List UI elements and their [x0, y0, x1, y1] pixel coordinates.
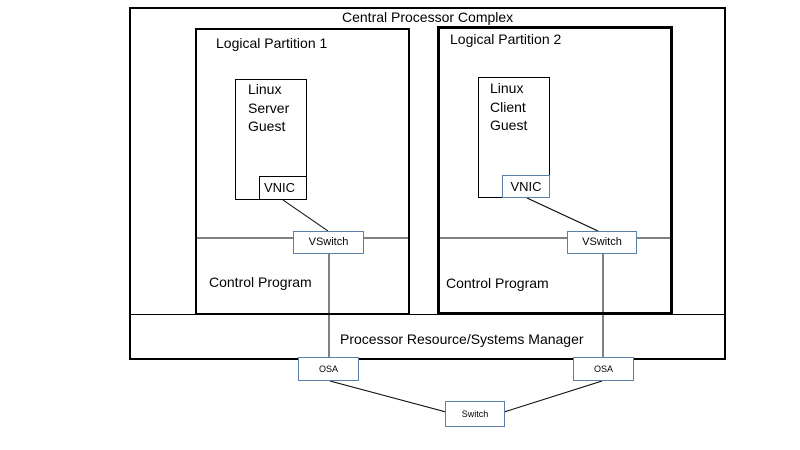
lp2-title: Logical Partition 2: [450, 31, 562, 47]
lp2-vswitch-label: VSwitch: [582, 236, 622, 248]
lp1-guest-line2: Server: [248, 100, 290, 116]
vnic2-to-vswitch2-line: [526, 197, 599, 232]
lp1-vswitch-label: VSwitch: [308, 236, 349, 248]
osa-2-box: OSA: [573, 357, 634, 381]
lp1-title: Logical Partition 1: [216, 35, 328, 51]
osa-1-box: OSA: [298, 357, 359, 381]
lp1-guest-line3: Guest: [248, 118, 286, 134]
lp2-vnic-box: VNIC: [502, 175, 550, 198]
osa2-to-switch-line: [503, 380, 603, 413]
lp1-vnic-label: VNIC: [264, 180, 296, 195]
cpc-title: Central Processor Complex: [342, 9, 514, 25]
switch-label: Switch: [461, 409, 489, 419]
lp1-control-program: Control Program: [209, 274, 312, 290]
lp2-guest-line3: Guest: [490, 117, 528, 133]
pr-sm-label: Processor Resource/Systems Manager: [340, 331, 584, 347]
lp1-guest-line1: Linux: [248, 81, 282, 97]
lp1-vnic-box: [259, 176, 307, 200]
logical-partition-1: [195, 28, 410, 315]
lp2-guest-line2: Client: [490, 99, 526, 115]
osa1-to-switch-line: [329, 380, 447, 413]
lp1-vswitch-box: VSwitch: [293, 231, 364, 254]
lp2-vswitch-box: VSwitch: [567, 231, 637, 254]
osa-2-label: OSA: [593, 364, 613, 374]
central-processor-complex: [129, 7, 726, 360]
lp2-vnic-label: VNIC: [510, 179, 542, 194]
lp2-guest-line1: Linux: [490, 80, 524, 96]
vnic1-to-vswitch1-line: [282, 199, 329, 232]
lp2-control-program: Control Program: [446, 275, 549, 291]
pr-sm-divider: [129, 314, 726, 315]
logical-partition-2: [437, 26, 673, 315]
osa-1-label: OSA: [318, 364, 338, 374]
switch-box: Switch: [445, 401, 505, 427]
